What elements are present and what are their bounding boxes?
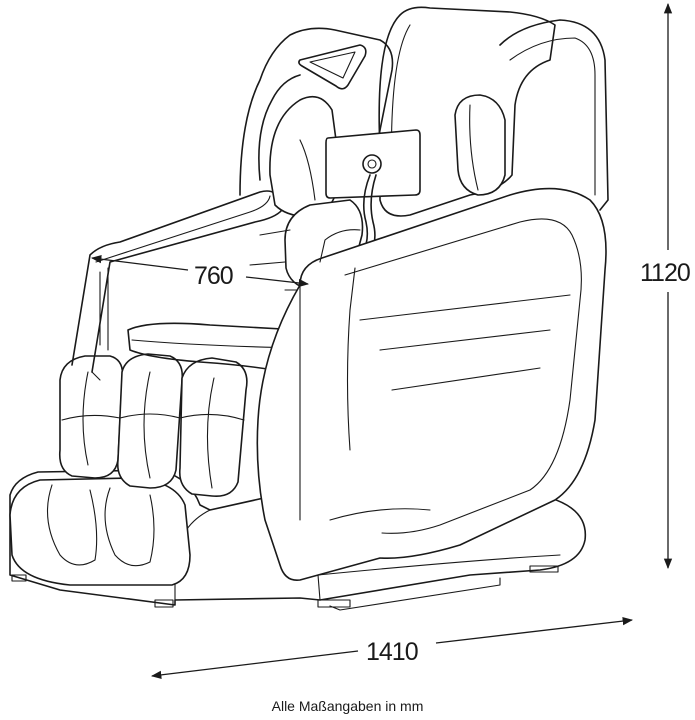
measurement-caption: Alle Maßangaben in mm <box>271 698 424 714</box>
width-dimension-line-left <box>150 650 359 680</box>
height-dimension: 1120 <box>640 2 691 570</box>
depth-dimension-line-left <box>90 255 189 271</box>
width-dimension-line-right <box>435 616 634 644</box>
depth-dimension: 760 <box>90 255 310 290</box>
depth-dimension-label: 760 <box>194 262 233 290</box>
massage-chair-illustration <box>9 6 609 611</box>
width-dimension-label: 1410 <box>366 638 418 666</box>
depth-dimension-line-right <box>245 276 310 288</box>
width-dimension: 1410 <box>150 616 634 680</box>
height-dimension-label: 1120 <box>640 259 690 287</box>
